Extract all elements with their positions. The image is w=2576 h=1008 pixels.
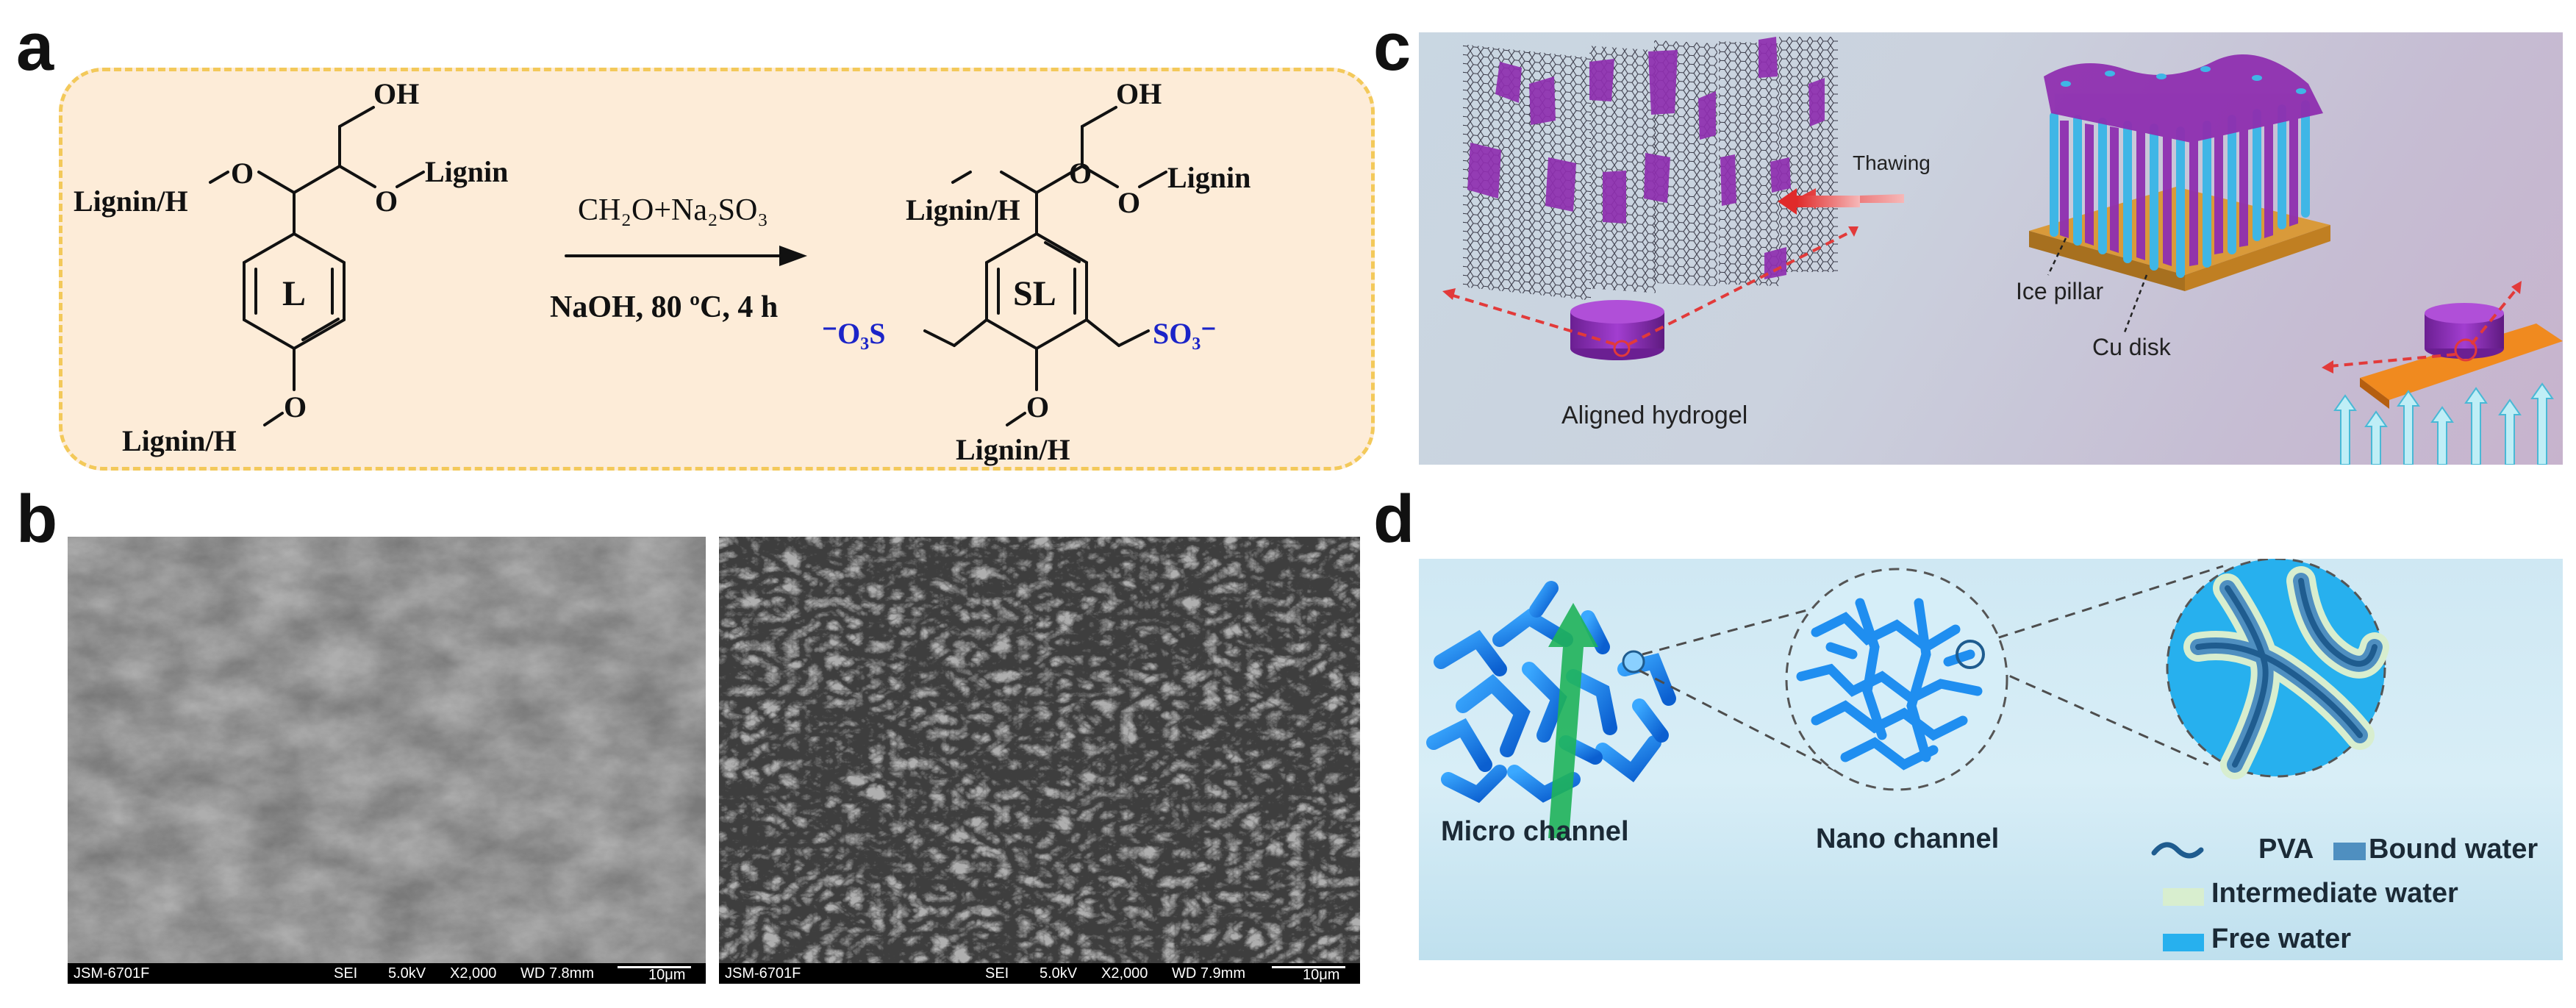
sem-right-info-bar: JSM-6701F SEI 5.0kV X2,000 WD 7.9mm 10μm <box>719 963 1360 984</box>
product-so3-right-label: SO₃⁻ <box>1153 317 1217 350</box>
micro-channel-label: Micro channel <box>1441 816 1629 847</box>
product-o-top-label: O <box>1069 157 1092 190</box>
sem-left-mode: SEI <box>334 965 358 982</box>
reagent-top-label: CH₂O+Na₂SO₃ <box>578 193 768 227</box>
cu-plate-with-hydrogel <box>2360 303 2563 409</box>
sem-left-wd: WD 7.8mm <box>520 965 594 982</box>
panel-label-c: c <box>1373 10 1412 85</box>
aligned-hydrogel-label: Aligned hydrogel <box>1561 401 1748 429</box>
legend-free-water-swatch <box>2163 934 2204 951</box>
sem-left-info-bar: JSM-6701F SEI 5.0kV X2,000 WD 7.8mm 10μm <box>68 963 706 984</box>
product-lignin-right-label: Lignin <box>1167 161 1251 194</box>
reactant-lignin-h-top-label: Lignin/H <box>74 185 188 218</box>
ice-pillar-block <box>2029 54 2330 291</box>
product-o-bottom-label: O <box>1026 390 1050 423</box>
legend-pva-label: PVA <box>2258 834 2314 865</box>
sem-image-left: JSM-6701F SEI 5.0kV X2,000 WD 7.8mm 10μm <box>68 537 706 984</box>
legend-pva-swatch <box>2151 842 2204 859</box>
legend-bound-water-label: Bound water <box>2369 834 2539 865</box>
reagent-bottom-label: NaOH, 80 ºC, 4 h <box>550 290 779 324</box>
channel-structure-diagram <box>1426 559 2389 951</box>
reactant-ring-label: L <box>282 274 307 313</box>
aligned-hydrogel-cylinder <box>1570 300 1664 360</box>
cold-flow-arrows <box>2333 382 2554 465</box>
reaction-scheme-panel <box>59 68 1375 471</box>
thawing-label: Thawing <box>1853 151 1931 174</box>
reactant-o-top-label: O <box>231 157 254 190</box>
product-so3-left-label: ⁻O₃S <box>822 317 886 350</box>
micro-channel-green-arrow <box>1548 603 1598 838</box>
product-oh-label: OH <box>1116 77 1162 110</box>
product-ring-label: SL <box>1013 274 1056 313</box>
micro-channel-cluster <box>1426 581 1676 804</box>
freeze-casting-diagram <box>1442 37 2563 465</box>
aligned-sheets-illustration <box>1463 37 1838 301</box>
sem-left-mag: X2,000 <box>450 965 497 982</box>
reactant-oh-label: OH <box>373 77 420 110</box>
cu-disk-label: Cu disk <box>2092 334 2171 360</box>
reactant-o-bottom-label: O <box>284 390 307 423</box>
legend-intermediate-water-swatch <box>2163 888 2204 906</box>
sem-right-wd: WD 7.9mm <box>1172 965 1245 982</box>
reactant-lignin-h-bottom-label: Lignin/H <box>122 424 237 457</box>
sem-right-model: JSM-6701F <box>725 965 801 982</box>
sem-right-mag: X2,000 <box>1101 965 1148 982</box>
sem-right-kv: 5.0kV <box>1040 965 1078 982</box>
sem-left-kv: 5.0kV <box>388 965 426 982</box>
legend-intermediate-water-label: Intermediate water <box>2211 878 2458 909</box>
product-lignin-h-bottom-label: Lignin/H <box>956 433 1070 466</box>
sem-right-mode: SEI <box>985 965 1009 982</box>
reactant-lignin-right-label: Lignin <box>425 155 509 188</box>
product-lignin-h-top-label: Lignin/H <box>906 193 1020 226</box>
ice-pillar-label: Ice pillar <box>2016 278 2104 304</box>
reactant-o-lignin-label: O <box>375 185 398 218</box>
sem-right-scale-bar <box>1272 966 1345 968</box>
pva-zoom-circle <box>2166 559 2389 779</box>
legend-bound-water-swatch <box>2333 843 2366 860</box>
sem-right-scale: 10μm <box>1303 967 1340 983</box>
panel-label-a: a <box>16 10 54 85</box>
panel-label-b: b <box>16 482 58 557</box>
nano-channel-label: Nano channel <box>1816 823 2000 854</box>
sem-left-scale: 10μm <box>648 967 686 983</box>
sem-image-right: JSM-6701F SEI 5.0kV X2,000 WD 7.9mm 10μm <box>719 537 1360 984</box>
sem-left-scale-bar <box>618 966 691 968</box>
sem-left-model: JSM-6701F <box>74 965 150 982</box>
legend-free-water-label: Free water <box>2211 923 2352 954</box>
product-o-lignin-label: O <box>1117 186 1141 219</box>
reaction-scheme-bonds <box>209 106 1167 426</box>
nano-channel-circle <box>1785 568 2008 791</box>
panel-label-d: d <box>1373 482 1415 557</box>
